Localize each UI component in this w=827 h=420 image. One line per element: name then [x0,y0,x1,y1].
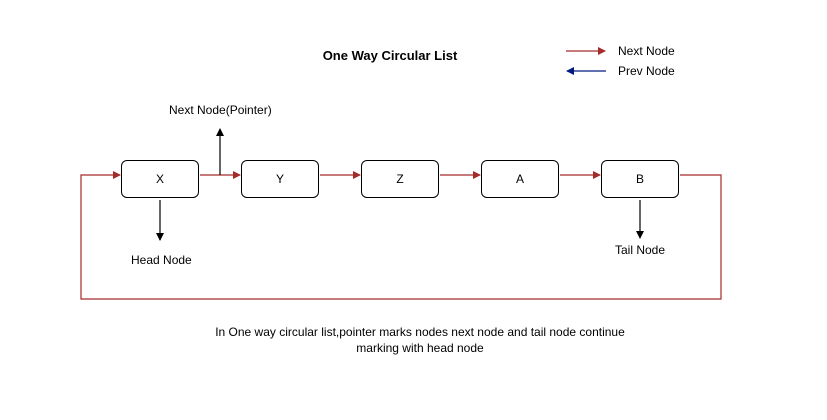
diagram-title: One Way Circular List [322,48,458,63]
pointer-label: Next Node(Pointer) [169,103,272,117]
tail-node-label: Tail Node [615,243,666,257]
node-b: B [601,160,679,198]
node-z: Z [361,160,439,198]
caption: In One way circular list,pointer marks n… [190,324,650,356]
caption-line-1: In One way circular list,pointer marks n… [215,325,625,339]
node-label: Y [275,172,284,186]
node-y: Y [241,160,319,198]
link-tail-to-head [80,171,722,300]
legend-next-label: Next Node [618,44,675,58]
node-a: A [481,160,559,198]
node-label: X [155,172,164,186]
node-label: A [515,172,524,186]
node-x: X [121,160,199,198]
caption-line-2: marking with head node [356,341,484,355]
legend-prev-label: Prev Node [618,64,675,78]
head-node-label: Head Node [131,253,192,267]
node-label: B [635,172,644,186]
node-label: Z [396,172,404,186]
